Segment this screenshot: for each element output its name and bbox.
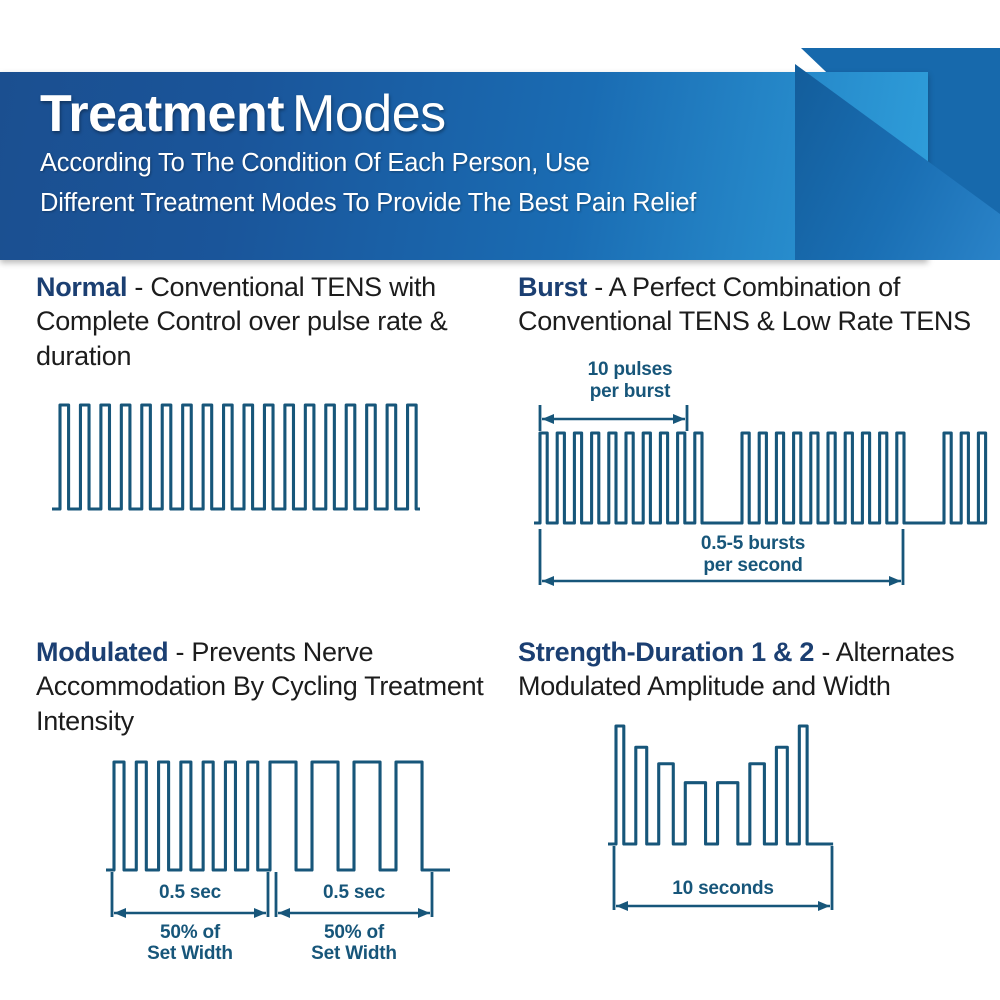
modulated-left-setwidth-label: Set Width (147, 943, 233, 964)
mode-burst-description: - A Perfect Combination of Conventional … (518, 272, 971, 337)
strength-duration-waveform-path (608, 724, 834, 846)
normal-waveform-path (52, 403, 420, 511)
title-light: Modes (292, 85, 446, 143)
banner-subtitle-line1: According To The Condition Of Each Perso… (40, 149, 590, 178)
modulated-right-arrowhead-end (418, 907, 430, 918)
mode-normal-name: Normal (36, 272, 128, 302)
bursts-per-second-arrowhead-left (542, 575, 554, 586)
modulated-waveform-svg: 0.5 sec 50% of Set Width 0.5 sec 50% of … (106, 760, 450, 964)
normal-waveform-svg (52, 403, 420, 511)
modulated-waveform-figure: 0.5 sec 50% of Set Width 0.5 sec 50% of … (98, 752, 496, 967)
total-duration-arrowhead-right (818, 900, 830, 911)
modulated-left-arrowhead-end (254, 907, 266, 918)
modulated-right-arrowhead-start (278, 907, 290, 918)
pulses-per-burst-arrowhead-right (673, 413, 685, 424)
modes-grid: Normal - Conventional TENS with Complete… (0, 250, 1000, 1000)
pulses-per-burst-label-line1: 10 pulses (588, 359, 673, 380)
mode-card-strength-duration: Strength-Duration 1 & 2 - Alternates Mod… (518, 635, 988, 923)
burst-waveform-svg: 10 pulses per burst 0.5-5 bursts per sec… (534, 359, 988, 586)
mode-strength-duration-name: Strength-Duration 1 & 2 (518, 637, 815, 667)
title-bold: Treatment (40, 85, 285, 143)
burst-waveform-figure: 10 pulses per burst 0.5-5 bursts per sec… (518, 353, 988, 593)
mode-strength-duration-text: Strength-Duration 1 & 2 - Alternates Mod… (518, 635, 988, 704)
bursts-per-second-arrowhead-right (889, 575, 901, 586)
mode-burst-name: Burst (518, 272, 588, 302)
mode-modulated-name: Modulated (36, 637, 169, 667)
mode-normal-description: - Conventional TENS with Complete Contro… (36, 272, 448, 371)
pulses-per-burst-label-line2: per burst (590, 381, 671, 402)
modulated-right-duration-label: 0.5 sec (323, 882, 386, 903)
modulated-right-percent-label: 50% of (324, 922, 385, 943)
modulated-left-duration-label: 0.5 sec (159, 882, 222, 903)
modulated-left-arrowhead-start (114, 907, 126, 918)
pulses-per-burst-arrowhead-left (542, 413, 554, 424)
mode-normal-text: Normal - Conventional TENS with Complete… (36, 270, 496, 373)
mode-card-burst: Burst - A Perfect Combination of Convent… (518, 270, 988, 593)
mode-modulated-text: Modulated - Prevents Nerve Accommodation… (36, 635, 496, 738)
normal-waveform-figure (36, 387, 496, 527)
bursts-per-second-label-line2: per second (703, 555, 802, 576)
mode-strength-duration-description: - Alternates Modulated Amplitude and Wid… (518, 637, 955, 702)
modulated-right-setwidth-label: Set Width (311, 943, 397, 964)
total-duration-label: 10 seconds (672, 878, 774, 899)
mode-burst-text: Burst - A Perfect Combination of Convent… (518, 270, 988, 339)
burst-waveform-path (534, 431, 988, 525)
modulated-waveform-path (106, 760, 450, 872)
bursts-per-second-label-line1: 0.5-5 bursts (701, 533, 805, 554)
mode-card-modulated: Modulated - Prevents Nerve Accommodation… (36, 635, 496, 967)
total-duration-arrowhead-left (616, 900, 628, 911)
strength-duration-waveform-figure: 10 seconds (600, 718, 988, 923)
mode-modulated-description: - Prevents Nerve Accommodation By Cyclin… (36, 637, 484, 736)
strength-duration-waveform-svg: 10 seconds (608, 724, 834, 911)
mode-card-normal: Normal - Conventional TENS with Complete… (36, 270, 496, 527)
banner-subtitle-line2: Different Treatment Modes To Provide The… (40, 188, 697, 217)
modulated-left-percent-label: 50% of (160, 922, 221, 943)
